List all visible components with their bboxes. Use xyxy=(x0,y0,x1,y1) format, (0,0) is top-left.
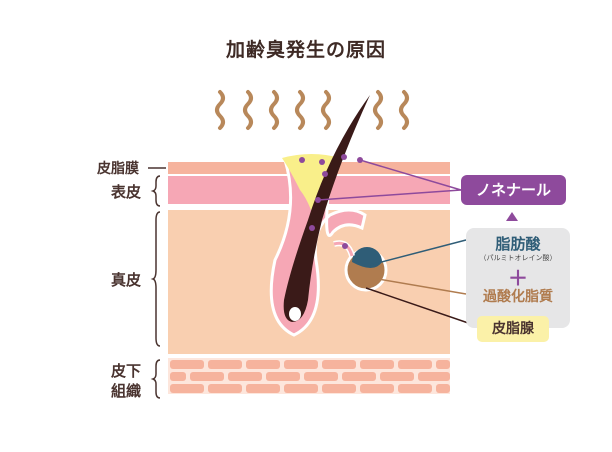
nonenal-leaders xyxy=(317,159,462,201)
odor-wave xyxy=(321,90,331,130)
hair-shaft xyxy=(283,95,370,322)
plus-icon: ＋ xyxy=(508,266,528,290)
layer-brackets xyxy=(148,167,166,399)
label-dermis: 真皮 xyxy=(111,271,142,289)
lipid-peroxide-label: 過酸化脂質 xyxy=(483,289,553,305)
fatty-acid-note: （パルミトオレイン酸） xyxy=(479,254,557,262)
up-arrow-icon xyxy=(506,212,518,221)
sebaceous-leader xyxy=(365,287,478,327)
label-subcutis-line2: 組織 xyxy=(111,382,142,400)
lipid-peroxide-leader xyxy=(371,277,467,295)
odor-wave xyxy=(215,90,225,130)
odor-wave xyxy=(269,90,279,130)
sebaceous-gland-label: 皮脂腺 xyxy=(477,316,549,342)
fatty-acid-leader xyxy=(369,239,467,266)
label-subcutis: 皮下 組織 xyxy=(111,361,151,401)
label-subcutis-line1: 皮下 xyxy=(111,362,142,380)
legend-panel xyxy=(466,228,570,328)
odor-wave xyxy=(295,90,305,130)
nonenal-label: ノネナール xyxy=(461,175,566,205)
label-sebum-film: 皮脂膜 xyxy=(97,161,139,177)
subcutis-layer xyxy=(168,358,450,394)
hair-bulb-papilla xyxy=(289,307,301,321)
odor-wave xyxy=(243,90,253,130)
page-title: 加齢臭発生の原因 xyxy=(225,39,386,61)
odor-wave xyxy=(399,90,409,130)
label-epidermis: 表皮 xyxy=(111,183,142,201)
fatty-acid-label: 脂肪酸 xyxy=(495,235,541,253)
odor-waves xyxy=(215,90,409,130)
odor-wave xyxy=(373,90,383,130)
